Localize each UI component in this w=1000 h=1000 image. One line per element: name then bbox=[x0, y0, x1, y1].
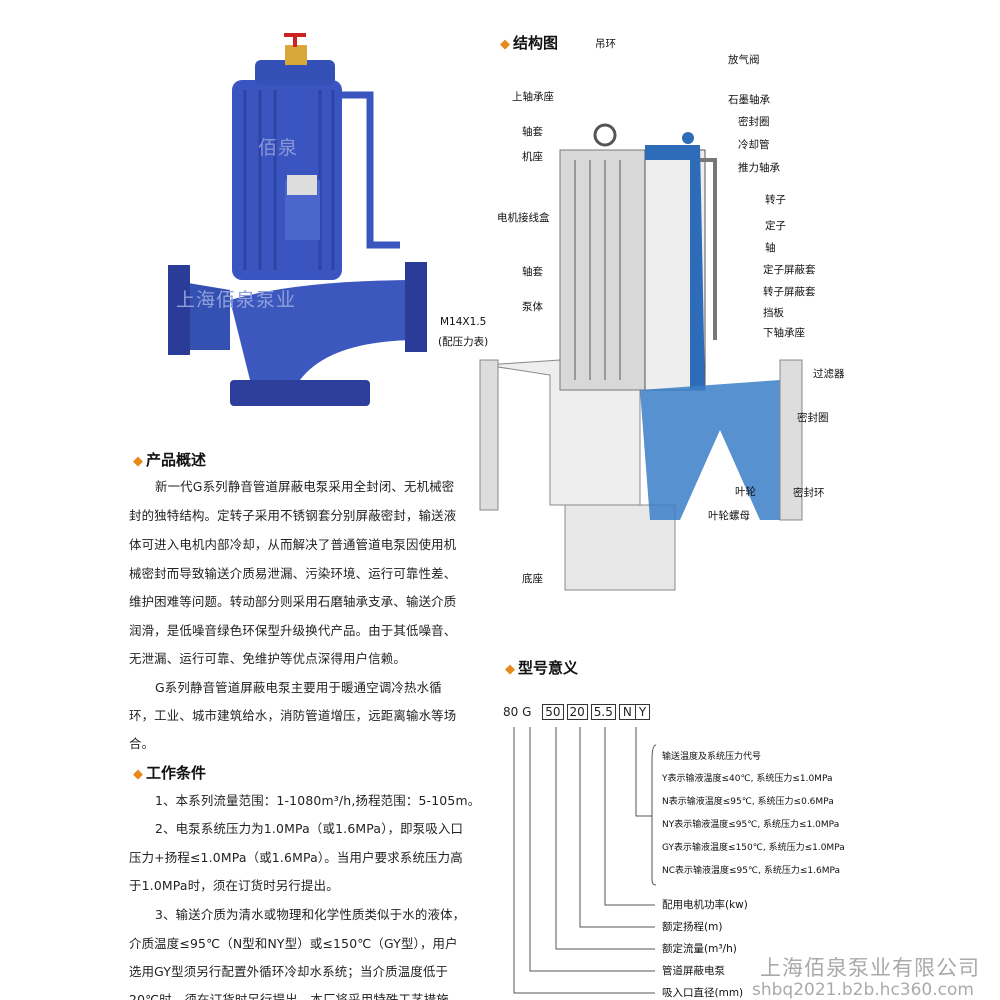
text-line: 械密封而导致输送介质易泄漏、污染环境、运行可靠性差、 bbox=[129, 566, 457, 581]
model-title: 型号意义 bbox=[518, 659, 579, 677]
text-line: 介质温度≤95℃（N型和NY型）或≤150℃（GY型），用户 bbox=[129, 936, 458, 951]
diagram-label: 电机接线盒 bbox=[497, 212, 550, 224]
diagram-label: 密封圈 bbox=[797, 412, 829, 424]
text-line: 润滑，是低噪音绿色环保型升级换代产品。由于其低噪音、 bbox=[129, 623, 457, 638]
diagram-label: 挡板 bbox=[763, 307, 784, 319]
diagram-label: 定子 bbox=[765, 220, 786, 232]
company-watermark: 上海佰泉泵业有限公司 bbox=[760, 956, 980, 980]
text-line: 1、本系列流量范围：1-1080m³/h,扬程范围：5-105m。 bbox=[155, 793, 481, 808]
diagram-label: 吊环 bbox=[595, 38, 616, 50]
diagram-label: 轴 bbox=[765, 242, 776, 254]
model-meaning: 吸入口直径(mm) bbox=[662, 987, 744, 999]
diagram-label: 转子 bbox=[765, 194, 786, 206]
diagram-title-text: 结构图 bbox=[513, 34, 559, 52]
text-line: 于1.0MPa时，须在订货时另行提出。 bbox=[129, 878, 339, 893]
code-group-item: Y表示输液温度≤40℃, 系统压力≤1.0MPa bbox=[662, 774, 833, 784]
code-group-item: NY表示输液温度≤95℃, 系统压力≤1.0MPa bbox=[662, 820, 840, 830]
diagram-label: 密封圈 bbox=[738, 116, 770, 128]
model-code-box: 50 bbox=[542, 704, 564, 720]
text-line: 2、电泵系统压力为1.0MPa（或1.6MPa），即泵吸入口 bbox=[155, 821, 464, 836]
model-code-y: Y bbox=[638, 705, 647, 719]
text-line: 3、输送介质为清水或物理和化学性质类似于水的液体， bbox=[155, 907, 466, 922]
diagram-label: 轴套 bbox=[522, 266, 543, 278]
diagram-label: 底座 bbox=[522, 573, 543, 585]
text-line: 20℃时，须在订货时另行提出，本厂将采用特殊工艺措施 bbox=[129, 992, 449, 1000]
model-code-n: N bbox=[619, 705, 636, 719]
code-group-title: 输送温度及系统压力代号 bbox=[662, 752, 762, 762]
diagram-label: 冷却管 bbox=[738, 139, 770, 151]
model-code-box: 5.5 bbox=[590, 704, 616, 720]
text-line: 封的独特结构。定转子采用不锈钢套分别屏蔽密封，输送液 bbox=[129, 508, 457, 523]
text-line: 合。 bbox=[129, 736, 155, 751]
code-group-item: N表示输液温度≤95℃, 系统压力≤0.6MPa bbox=[662, 797, 834, 807]
diamond-bullet-icon: ◆ bbox=[505, 662, 515, 677]
photo-watermark: 佰泉 bbox=[258, 137, 299, 159]
model-heading: ◆型号意义 bbox=[505, 657, 578, 678]
text-line: 环，工业、城市建筑给水，消防管道增压，远距离输水等场 bbox=[129, 708, 457, 723]
text-line: 压力+扬程≤1.0MPa（或1.6MPa）。当用户要求系统压力高 bbox=[129, 850, 463, 865]
diagram-label: 放气阀 bbox=[728, 54, 760, 66]
diagram-label: 下轴承座 bbox=[763, 327, 805, 339]
diagram-label: 叶轮螺母 bbox=[708, 510, 750, 522]
conditions-title: 工作条件 bbox=[146, 764, 207, 782]
diamond-bullet-icon: ◆ bbox=[133, 767, 143, 782]
text-line: 体可进入电机内部冷却，从而解决了普通管道电泵因使用机 bbox=[129, 537, 457, 552]
diagram-label: M14X1.5 bbox=[440, 316, 487, 328]
model-code-prefix: 80 G bbox=[503, 705, 532, 719]
diamond-bullet-icon: ◆ bbox=[500, 37, 510, 52]
model-code-box: 20 bbox=[566, 704, 588, 720]
text-line: G系列静音管道屏蔽电泵主要用于暖通空调冷热水循 bbox=[155, 680, 442, 695]
diagram-label: 轴套 bbox=[522, 126, 543, 138]
model-meaning: 额定流量(m³/h) bbox=[662, 943, 737, 955]
code-group-item: GY表示输液温度≤150℃, 系统压力≤1.0MPa bbox=[662, 843, 845, 853]
code-group-item: NC表示输液温度≤95℃, 系统压力≤1.6MPa bbox=[662, 866, 840, 876]
site-watermark: shbq2021.b2b.hc360.com bbox=[752, 980, 974, 1000]
diagram-label: (配压力表) bbox=[438, 336, 489, 348]
diagram-label: 过滤器 bbox=[813, 368, 845, 380]
text-line: 无泄漏、运行可靠、免维护等优点深得用户信赖。 bbox=[129, 651, 406, 666]
text-line: 维护困难等问题。转动部分则采用石磨轴承支承、输送介质 bbox=[129, 594, 457, 609]
diagram-label: 定子屏蔽套 bbox=[763, 264, 816, 276]
diamond-bullet-icon: ◆ bbox=[133, 454, 143, 469]
text-line: 新一代G系列静音管道屏蔽电泵采用全封闭、无机械密 bbox=[155, 479, 455, 494]
diagram-label: 泵体 bbox=[522, 301, 543, 313]
diagram-label: 密封环 bbox=[793, 487, 825, 499]
text-line: 选用GY型须另行配置外循环冷却水系统；当介质温度低于 bbox=[129, 964, 449, 979]
model-meaning: 额定扬程(m) bbox=[662, 921, 723, 933]
model-meaning: 配用电机功率(kw) bbox=[662, 899, 748, 911]
diagram-label: 机座 bbox=[522, 151, 543, 163]
overview-heading: ◆产品概述 bbox=[133, 449, 206, 470]
diagram-label: 推力轴承 bbox=[738, 162, 780, 174]
overview-title: 产品概述 bbox=[146, 451, 207, 469]
diagram-label: 上轴承座 bbox=[512, 91, 554, 103]
diagram-label: 石墨轴承 bbox=[728, 94, 770, 106]
diagram-label: 转子屏蔽套 bbox=[763, 286, 816, 298]
diagram-title: ◆结构图 bbox=[500, 32, 558, 53]
conditions-heading: ◆工作条件 bbox=[133, 762, 206, 783]
diagram-label: 叶轮 bbox=[735, 486, 756, 498]
photo-watermark-2: 上海佰泉泵业 bbox=[176, 289, 297, 311]
model-meaning: 管道屏蔽电泵 bbox=[662, 965, 725, 977]
